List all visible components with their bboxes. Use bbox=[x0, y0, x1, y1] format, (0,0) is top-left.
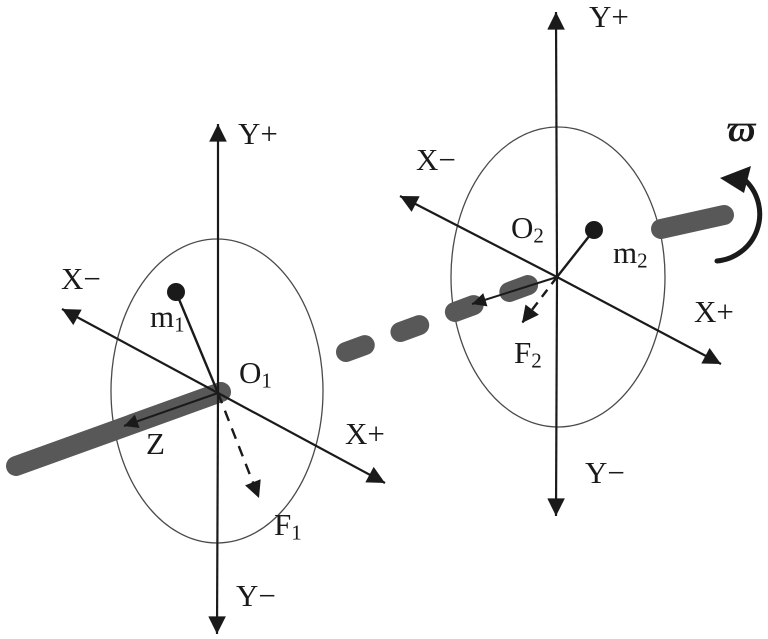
plane2-vectors bbox=[471, 221, 603, 324]
plane2-force-base: F bbox=[514, 335, 532, 370]
plane1-force-sub: 1 bbox=[291, 520, 302, 545]
plane2-y-minus-label: Y− bbox=[585, 455, 625, 490]
plane2-mass-radius-line bbox=[556, 229, 595, 278]
plane1-force-base: F bbox=[274, 507, 292, 542]
rotation-direction-arrow bbox=[714, 166, 763, 264]
plane1-z-axis-arrow bbox=[123, 392, 219, 428]
plane2-force-label: F2 bbox=[514, 335, 542, 373]
plane1-mass-radius-line bbox=[174, 291, 220, 394]
rotation-arrowhead bbox=[720, 166, 751, 193]
plane2-force-sub: 2 bbox=[531, 348, 542, 373]
plane2-y-minus-axis bbox=[547, 276, 565, 517]
shaft-right-segment bbox=[651, 205, 734, 239]
plane2-x-minus-label: X− bbox=[416, 142, 456, 177]
plane1-mass-sub: 1 bbox=[174, 312, 185, 337]
plane1-unbalance-mass-dot bbox=[167, 283, 185, 301]
plane2-x-plus-label: X+ bbox=[694, 294, 734, 329]
rotation-arc bbox=[714, 178, 763, 264]
plane1-vectors bbox=[123, 283, 261, 499]
plane2-unbalance-mass-dot bbox=[585, 221, 603, 239]
plane1-mass-label: m1 bbox=[150, 299, 185, 337]
plane2-origin-base: O bbox=[511, 210, 534, 245]
plane1-y-minus-label: Y− bbox=[236, 578, 276, 613]
plane2-disc bbox=[450, 126, 666, 428]
plane2-z-direction-arrow bbox=[471, 276, 558, 307]
angular-velocity-omega-label: ϖ bbox=[727, 108, 756, 150]
plane1-z-axis-label: Z bbox=[146, 426, 165, 461]
plane2-axes bbox=[399, 11, 722, 517]
plane2-x-plus-axis bbox=[556, 276, 722, 365]
plane2-mass-sub: 2 bbox=[637, 248, 648, 273]
plane1-origin-base: O bbox=[239, 355, 262, 390]
plane2-mass-label: m2 bbox=[613, 235, 648, 273]
plane1-x-minus-label: X− bbox=[61, 261, 101, 296]
plane1-y-minus-axis bbox=[208, 392, 226, 635]
plane2-mass-base: m bbox=[613, 235, 638, 270]
plane1-mass-base: m bbox=[150, 299, 175, 334]
plane2-force-vector-dashed bbox=[521, 276, 558, 324]
plane1-x-plus-axis bbox=[217, 392, 386, 484]
plane1-origin-sub: 1 bbox=[261, 368, 272, 393]
plane2-x-minus-axis bbox=[399, 195, 558, 278]
plane1-force-label: F1 bbox=[274, 507, 302, 545]
plane1-x-minus-axis bbox=[61, 308, 219, 394]
plane2-y-plus-label: Y+ bbox=[589, 0, 629, 34]
plane1-origin-label: O1 bbox=[239, 355, 272, 393]
plane1-force-vector-dashed bbox=[216, 392, 261, 499]
plane2-y-plus-axis bbox=[547, 11, 565, 278]
plane1-x-plus-label: X+ bbox=[345, 416, 385, 451]
plane2-origin-sub: 2 bbox=[533, 223, 544, 248]
plane1-axes bbox=[61, 124, 386, 635]
plane1-y-plus-label: Y+ bbox=[238, 116, 278, 151]
plane2-origin-label: O2 bbox=[511, 210, 544, 248]
